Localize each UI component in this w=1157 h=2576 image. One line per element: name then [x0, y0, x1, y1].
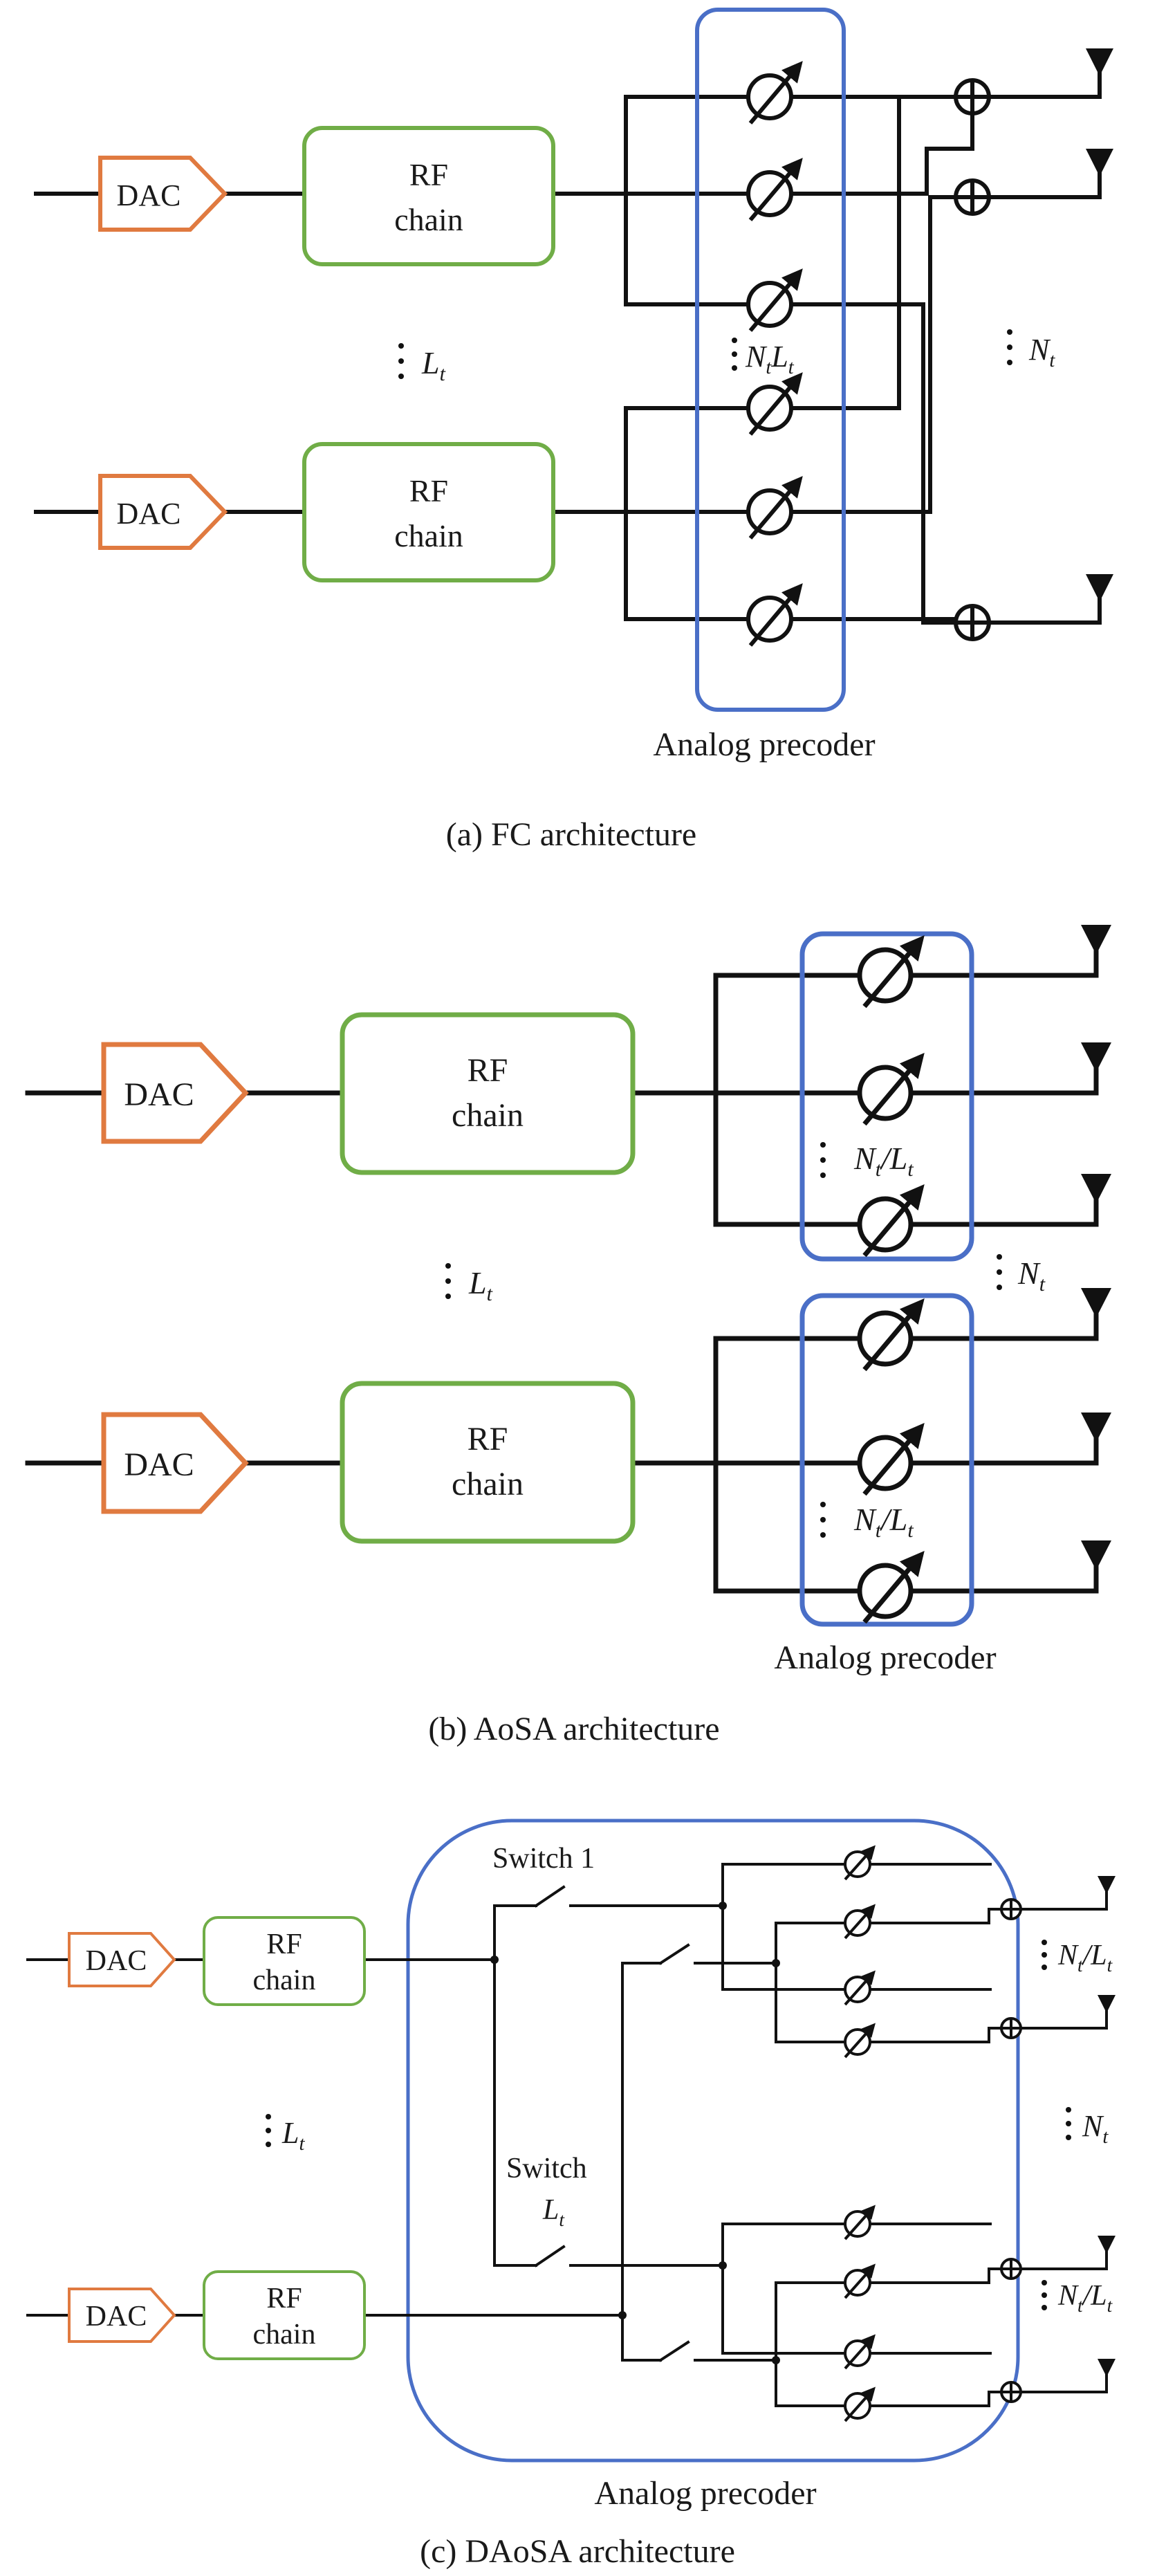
dac-block: DAC	[101, 1042, 249, 1144]
phase-shifter-count-label: NtLt	[745, 340, 795, 378]
vertical-dots-icon	[445, 1263, 451, 1299]
antenna-icon	[1098, 2359, 1116, 2377]
dac-label: DAC	[86, 1945, 147, 1977]
rf-chain-block: RF chain	[302, 126, 555, 266]
dac-block: DAC	[68, 2288, 176, 2343]
dac-block: DAC	[98, 474, 228, 550]
vertical-dots-icon	[997, 1254, 1002, 1290]
rf-chain-label: RF	[266, 1929, 302, 1960]
vertical-dots-icon	[1066, 2107, 1071, 2140]
antenna-icon	[1098, 2236, 1116, 2254]
rf-chain-count-label: Lt	[468, 1265, 493, 1305]
dac-label: DAC	[117, 178, 181, 212]
dac-block: DAC	[68, 1932, 176, 1987]
combiner-icon	[954, 78, 991, 116]
antenna-count-label: Nt	[1082, 2109, 1109, 2148]
analog-precoder-label: Analog precoder	[774, 1639, 996, 1676]
phase-shifter-icon	[857, 1196, 914, 1253]
vertical-dots-icon	[820, 1502, 826, 1538]
rf-chain-block: RF chain	[340, 1012, 636, 1175]
phase-shifter-icon	[857, 1563, 914, 1619]
rf-chain-label: RF	[468, 1052, 508, 1089]
rf-chain-label: chain	[452, 1097, 524, 1134]
daosa-architecture: DAC DAC RF chain RF chain	[26, 1819, 1116, 2570]
rf-chain-block: RF chain	[203, 2270, 366, 2360]
caption-aosa: (b) AoSA architecture	[428, 1711, 719, 1747]
combiner-icon	[1000, 2258, 1022, 2280]
aosa-architecture: DAC DAC RF chain RF chain	[25, 925, 1111, 1747]
dac-label: DAC	[117, 497, 181, 531]
antenna-icon	[1081, 1288, 1111, 1318]
vertical-dots-icon	[1007, 329, 1012, 365]
dac-label: DAC	[86, 2301, 147, 2333]
combiner-icon	[1000, 2381, 1022, 2403]
caption-fc: (a) FC architecture	[446, 816, 696, 853]
vertical-dots-icon	[732, 338, 737, 371]
antenna-group-label: Nt/Lt	[1057, 2280, 1113, 2316]
dac-label: DAC	[124, 1446, 194, 1483]
rf-chain-label: RF	[468, 1421, 508, 1457]
switch-lt-label: Lt	[542, 2194, 565, 2230]
junction-dots	[490, 1902, 780, 2364]
rf-chain-label: chain	[452, 1466, 524, 1502]
phase-shifter-count-label: Nt/Lt	[853, 1502, 914, 1542]
combiner-icon	[1000, 1898, 1022, 1920]
antenna-icon	[1081, 1174, 1111, 1204]
antenna-count-label: Nt	[1028, 333, 1055, 371]
switch-lt-label: Switch	[506, 2153, 587, 2184]
dac-block: DAC	[101, 1412, 249, 1514]
antenna-count-label: Nt	[1017, 1255, 1046, 1296]
vertical-dots-icon	[1042, 1940, 1047, 1970]
rf-chain-label: chain	[394, 202, 463, 237]
analog-precoder-box	[406, 1819, 1020, 2463]
vertical-dots-icon	[1042, 2280, 1047, 2310]
analog-precoder-box	[695, 8, 846, 712]
rf-chain-count-label: Lt	[421, 345, 446, 385]
phase-shifter-icon	[857, 1435, 914, 1491]
rf-chain-block: RF chain	[203, 1916, 366, 2006]
antenna-icon	[1098, 1876, 1116, 1894]
rf-chain-label: RF	[409, 157, 448, 192]
phase-shifter-count-label: Nt/Lt	[853, 1141, 914, 1181]
antenna-icon	[1081, 1042, 1111, 1072]
dac-label: DAC	[124, 1076, 194, 1113]
rf-chain-label: chain	[253, 2319, 316, 2350]
phase-shifter-icon	[857, 1310, 914, 1367]
analog-precoder-label: Analog precoder	[594, 2475, 816, 2512]
vertical-dots-icon	[266, 2114, 271, 2147]
switch-1-label: Switch 1	[492, 1843, 595, 1875]
antenna-icon	[1098, 1995, 1116, 2013]
combiner-icon	[1000, 2017, 1022, 2039]
rf-chain-block: RF chain	[302, 442, 555, 582]
antenna-icon	[1081, 1413, 1111, 1442]
antenna-icon	[1086, 574, 1113, 602]
combiner-icon	[954, 604, 991, 641]
antenna-icon	[1086, 149, 1113, 176]
rf-chain-label: RF	[266, 2283, 302, 2315]
vertical-dots-icon	[820, 1142, 826, 1178]
rf-chain-label: chain	[394, 518, 463, 553]
vertical-dots-icon	[398, 343, 404, 379]
phase-shifter-icon	[857, 1065, 914, 1121]
rf-chain-label: chain	[253, 1965, 316, 1996]
dac-block: DAC	[98, 156, 228, 232]
caption-daosa: (c) DAoSA architecture	[420, 2533, 735, 2570]
antenna-icon	[1081, 1540, 1111, 1570]
rf-chain-label: RF	[409, 473, 448, 508]
analog-precoder-box	[799, 1293, 974, 1627]
antenna-icon	[1086, 48, 1113, 76]
analog-precoder-label: Analog precoder	[653, 726, 875, 763]
antenna-group-label: Nt/Lt	[1057, 1940, 1113, 1976]
phase-shifter-icon	[857, 947, 914, 1004]
antenna-icon	[1081, 925, 1111, 955]
rf-chain-block: RF chain	[340, 1381, 636, 1544]
combiner-icon	[954, 178, 991, 216]
analog-precoder-box	[799, 931, 974, 1262]
fc-architecture: DAC DAC RF chain RF chain	[34, 8, 1113, 853]
rf-chain-count-label: Lt	[281, 2116, 305, 2155]
